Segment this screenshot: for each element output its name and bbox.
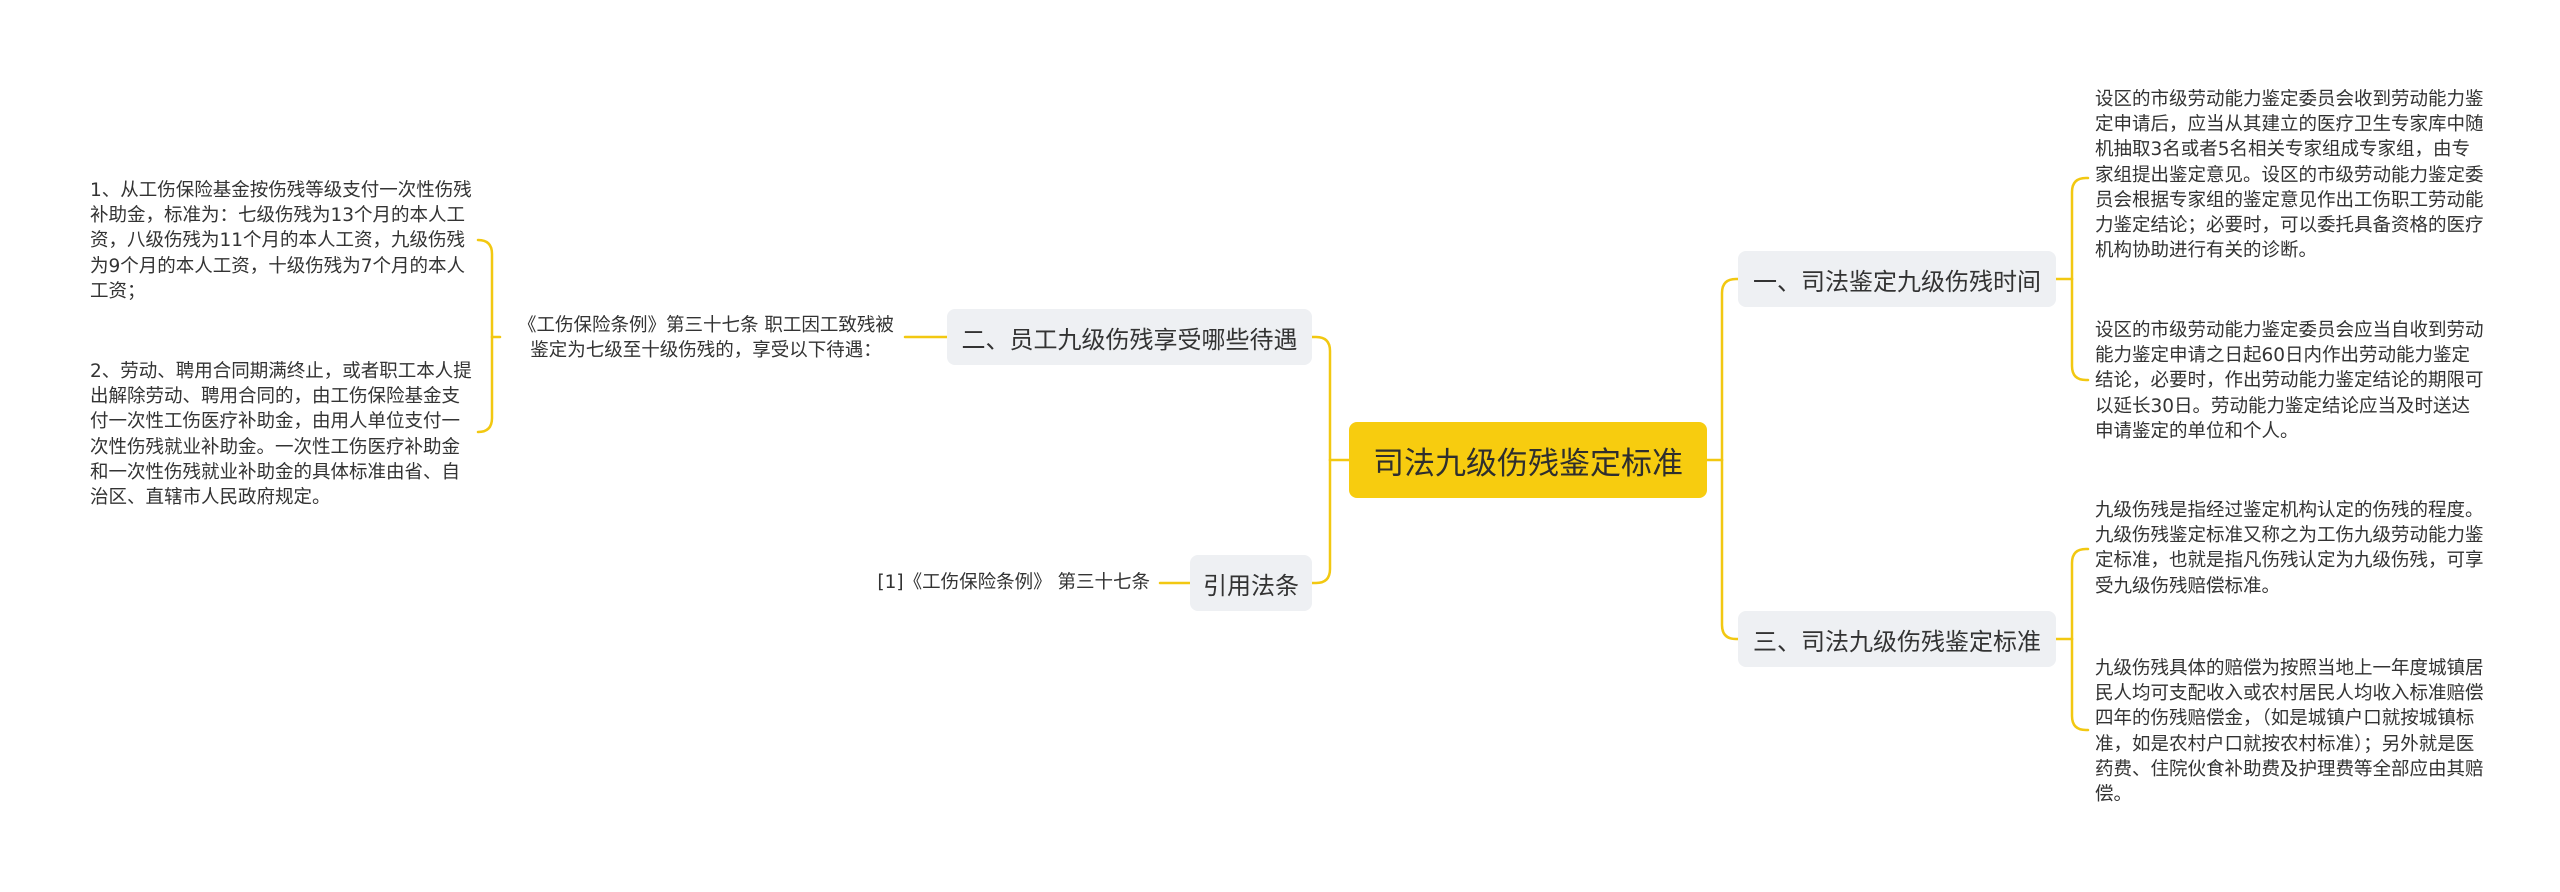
root-topic-label: 司法九级伤残鉴定标准 xyxy=(1373,445,1683,482)
benefit-item-2: 2、劳动、聘用合同期满终止，或者职工本人提出解除劳动、聘用合同的，由工伤保险基金… xyxy=(90,361,472,509)
link-intro-to-item1 xyxy=(476,238,494,339)
link-time-to-item1 xyxy=(2070,176,2090,281)
appraisal-standard-item-1: 九级伤残是指经过鉴定机构认定的伤残的程度。九级伤残鉴定标准又称之为工伤九级劳动能… xyxy=(2095,500,2484,597)
branch-employee-benefits[interactable]: 二、员工九级伤残享受哪些待遇 xyxy=(947,309,1312,365)
appraisal-time-item-1: 设区的市级劳动能力鉴定委员会收到劳动能力鉴定申请后，应当从其建立的医疗卫生专家库… xyxy=(2095,89,2484,262)
benefits-intro-text: 《工伤保险条例》第三十七条 职工因工致残被鉴定为七级至十级伤残的，享受以下待遇： xyxy=(500,313,896,363)
branch-cited-law-label: 引用法条 xyxy=(1203,571,1299,600)
link-root-to-time xyxy=(1720,277,1740,462)
link-root-to-benefits xyxy=(1310,335,1332,462)
benefit-item-1: 1、从工伤保险基金按伤残等级支付一次性伤残补助金，标准为：七级伤残为13个月的本… xyxy=(90,180,472,302)
benefits-intro-label: 《工伤保险条例》第三十七条 职工因工致残被鉴定为七级至十级伤残的，享受以下待遇： xyxy=(518,315,894,361)
link-time-to-item2 xyxy=(2070,277,2090,382)
root-topic[interactable]: 司法九级伤残鉴定标准 xyxy=(1349,422,1707,498)
branch-appraisal-standard[interactable]: 三、司法九级伤残鉴定标准 xyxy=(1738,611,2056,667)
branch-appraisal-time-label: 一、司法鉴定九级伤残时间 xyxy=(1753,267,2041,296)
branch-appraisal-standard-label: 三、司法九级伤残鉴定标准 xyxy=(1753,627,2041,656)
link-standard-to-item2 xyxy=(2070,637,2090,732)
branch-employee-benefits-label: 二、员工九级伤残享受哪些待遇 xyxy=(961,325,1298,354)
link-root-to-law xyxy=(1310,458,1332,585)
branch-appraisal-time[interactable]: 一、司法鉴定九级伤残时间 xyxy=(1738,251,2056,307)
branch-cited-law[interactable]: 引用法条 xyxy=(1190,555,1312,611)
link-standard-to-item1 xyxy=(2070,547,2090,641)
link-root-to-standard xyxy=(1720,458,1740,641)
appraisal-standard-item-2: 九级伤残具体的赔偿为按照当地上一年度城镇居民人均可支配收入或农村居民人均收入标准… xyxy=(2095,658,2484,806)
link-intro-to-item2 xyxy=(476,335,494,434)
appraisal-time-item-2: 设区的市级劳动能力鉴定委员会应当自收到劳动能力鉴定申请之日起60日内作出劳动能力… xyxy=(2095,320,2484,442)
cited-law-text: [1]《工伤保险条例》 第三十七条 xyxy=(877,572,1150,593)
